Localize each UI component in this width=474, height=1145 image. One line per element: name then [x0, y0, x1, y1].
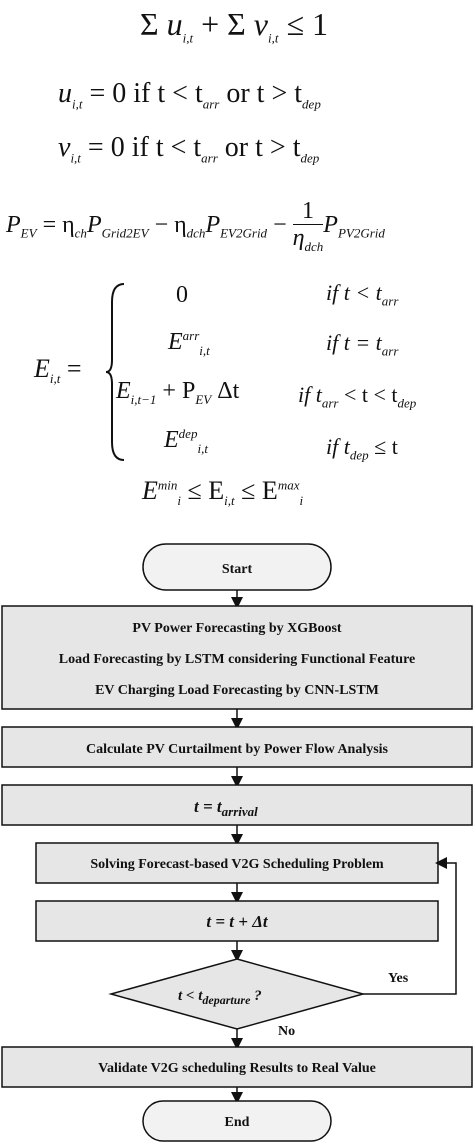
case-1-value: 0: [176, 282, 188, 308]
validate-label: Validate V2G scheduling Results to Real …: [98, 1061, 376, 1076]
equation-u-condition: ui,t = 0 if t < tarr or t > tdep: [58, 78, 321, 112]
case-3-cond: if tarr < t < tdep: [298, 382, 417, 411]
piecewise-brace: [105, 283, 125, 461]
plus-sum: + Σ: [201, 6, 246, 42]
equation-block: Σ ui,t + Σ vi,t ≤ 1 ui,t = 0 if t < tarr…: [0, 0, 474, 520]
start-label: Start: [222, 562, 253, 577]
solve-label: Solving Forecast-based V2G Scheduling Pr…: [90, 857, 384, 872]
rhs: ≤ 1: [286, 6, 329, 42]
equation-energy-lhs: Ei,t =: [34, 354, 82, 387]
case-2-cond: if t = tarr: [326, 330, 399, 359]
sum-symbol: Σ: [140, 6, 159, 42]
yes-loop-connector: [363, 857, 457, 995]
var-v: v: [253, 6, 268, 42]
case-4-value: Edepi,t: [164, 426, 208, 456]
no-label: No: [278, 1024, 295, 1039]
solve-box: [35, 842, 439, 884]
curtailment-box: [1, 726, 473, 768]
case-2-value: Earri,t: [168, 328, 210, 358]
end-terminal: [142, 1100, 332, 1142]
equation-v-condition: vi,t = 0 if t < tarr or t > tdep: [58, 132, 320, 166]
t-init-label: t = tarrival: [194, 797, 258, 819]
equation-constraint-sum: Σ ui,t + Σ vi,t ≤ 1: [140, 6, 329, 46]
case-4-cond: if tdep ≤ t: [326, 434, 398, 463]
validate-box: [1, 1046, 473, 1088]
t-step-label: t = t + Δt: [206, 912, 268, 931]
t-init-box: [1, 784, 473, 826]
forecast-line-pv: PV Power Forecasting by XGBoost: [132, 621, 342, 636]
curtailment-label: Calculate PV Curtailment by Power Flow A…: [86, 742, 389, 757]
case-3-value: Ei,t−1 + PEV Δt: [116, 378, 240, 407]
t-step-box: [35, 900, 439, 942]
case-1-cond: if t < tarr: [326, 280, 399, 309]
yes-label: Yes: [388, 971, 409, 986]
forecast-line-load: Load Forecasting by LSTM considering Fun…: [59, 652, 416, 667]
flowchart: Start PV Power Forecasting by XGBoost Lo…: [1, 543, 473, 1142]
forecast-line-ev: EV Charging Load Forecasting by CNN-LSTM: [95, 683, 379, 698]
end-label: End: [225, 1115, 250, 1130]
equation-energy-bounds: Emini ≤ Ei,t ≤ Emaxi: [142, 476, 304, 509]
var-u: u: [166, 6, 183, 42]
decision-label: t < tdeparture ?: [178, 988, 262, 1007]
